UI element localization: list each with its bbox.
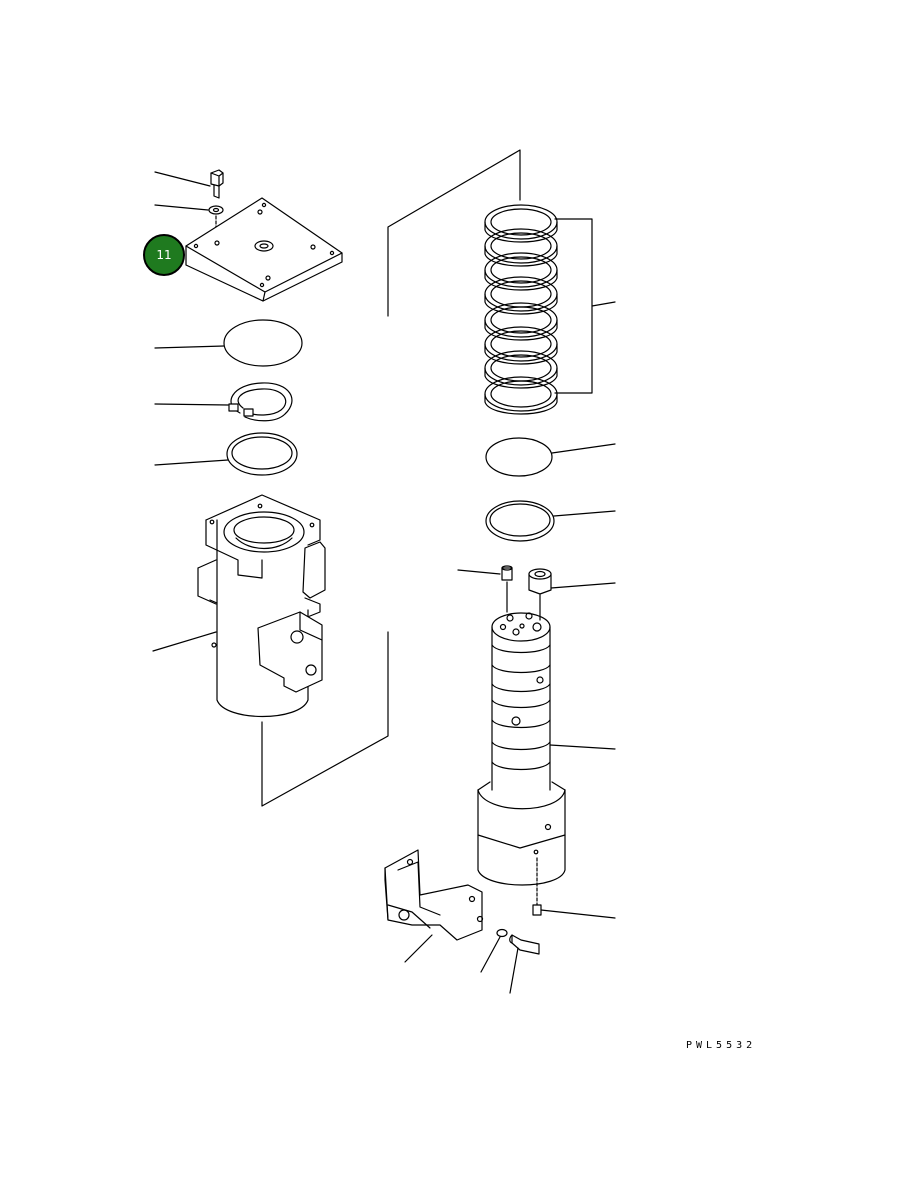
callout-badge-11[interactable]: 11 — [143, 234, 185, 276]
swivel-joint-housing[interactable] — [152, 494, 326, 718]
bracket-bolt[interactable] — [509, 934, 540, 994]
o-ring-small[interactable] — [485, 437, 616, 477]
backup-ring[interactable] — [485, 500, 616, 542]
o-ring-large[interactable] — [154, 319, 303, 367]
seal-ring[interactable] — [154, 432, 298, 476]
set-screw[interactable] — [532, 904, 616, 919]
plug-large[interactable] — [528, 568, 616, 621]
drawing-reference-code: PWL5532 — [686, 1040, 757, 1051]
plug-small[interactable] — [457, 565, 513, 613]
cover-plate[interactable] — [185, 197, 343, 302]
bracket-washer[interactable] — [480, 928, 508, 973]
snap-ring[interactable] — [154, 382, 293, 422]
group-bracket-left — [261, 149, 521, 807]
seal-stack[interactable] — [484, 204, 616, 415]
cover-bolt[interactable] — [154, 169, 224, 199]
mounting-bracket[interactable] — [384, 849, 484, 963]
swivel-rotor[interactable] — [477, 612, 616, 906]
